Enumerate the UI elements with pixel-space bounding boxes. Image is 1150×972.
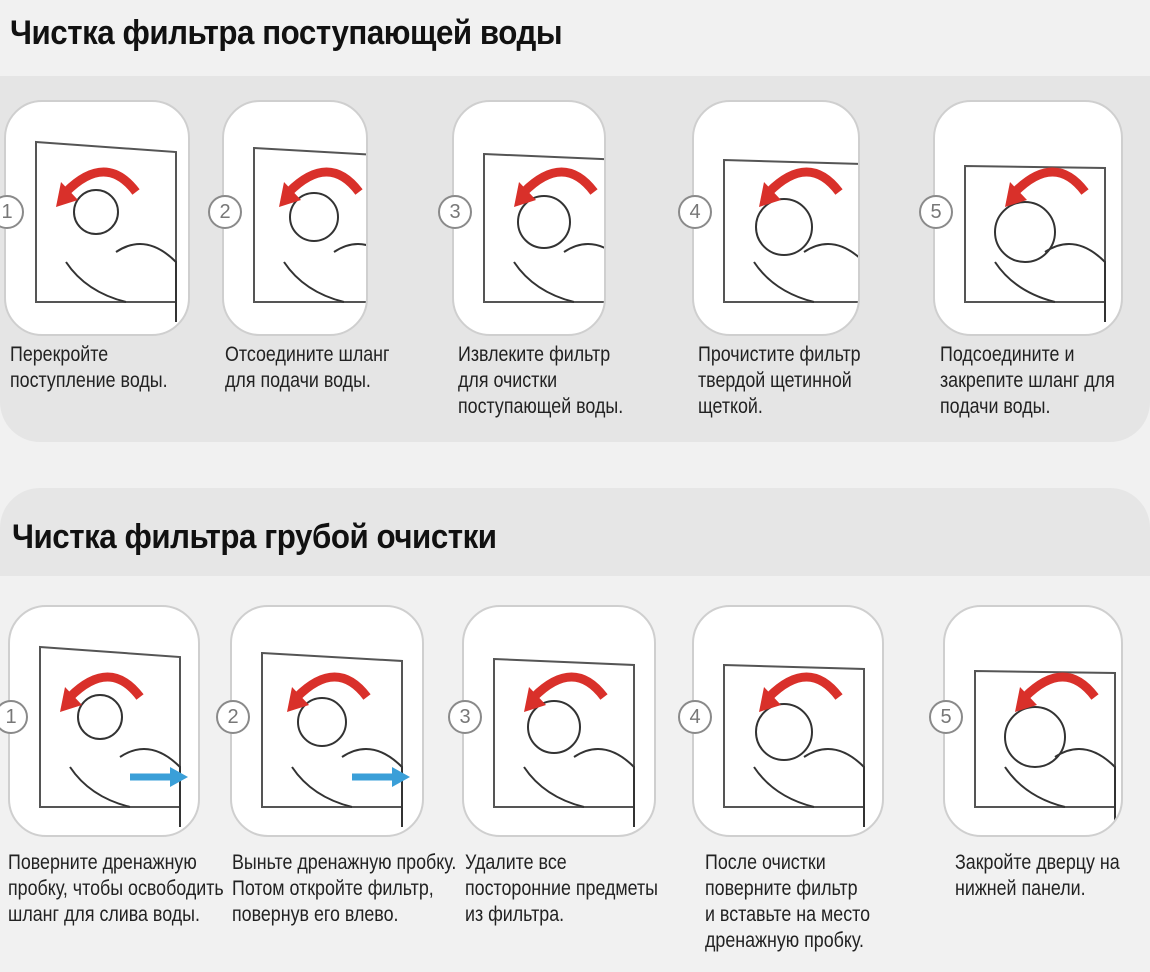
step-illustration	[483, 152, 604, 303]
step-number: 5	[929, 700, 963, 734]
step-caption: Закройте дверцу на нижней панели.	[955, 851, 1120, 900]
step-number: 4	[678, 700, 712, 734]
step-number: 2	[208, 195, 242, 229]
step-card	[933, 100, 1123, 336]
step-illustration	[493, 657, 635, 827]
section2-header	[0, 488, 1150, 576]
step-number: 4	[678, 195, 712, 229]
step-card	[230, 605, 424, 837]
step-card	[8, 605, 200, 837]
section1-title: Чистка фильтра поступающей воды	[10, 14, 563, 52]
step-illustration	[723, 158, 858, 303]
step-card	[692, 100, 860, 336]
step-caption: Выньте дренажную пробку. Потом откройте …	[232, 851, 457, 926]
step-number: 2	[216, 700, 250, 734]
section2-title: Чистка фильтра грубой очистки	[12, 518, 497, 556]
step-illustration	[35, 140, 177, 322]
step-caption: Подсоедините и закрепите шланг для подач…	[940, 343, 1115, 418]
step-caption: Извлеките фильтр для очистки поступающей…	[458, 343, 624, 418]
step-caption: Отсоедините шланг для подачи воды.	[225, 343, 390, 392]
step-number: 1	[0, 700, 28, 734]
step-caption: Удалите все посторонние предметы из филь…	[465, 851, 659, 926]
step-number: 5	[919, 195, 953, 229]
step-illustration	[723, 663, 865, 827]
step-illustration	[39, 645, 188, 827]
step-number: 3	[448, 700, 482, 734]
step-caption: После очистки поверните фильтр и вставьт…	[705, 851, 871, 952]
step-card	[452, 100, 606, 336]
step-card	[943, 605, 1123, 837]
step-card	[462, 605, 656, 837]
step-illustration	[974, 669, 1116, 827]
step-caption: Поверните дренажную пробку, чтобы освобо…	[8, 851, 224, 926]
step-illustration	[253, 146, 366, 303]
step-illustration	[261, 651, 410, 827]
step-number: 3	[438, 195, 472, 229]
step-caption: Прочистите фильтр твердой щетинной щетко…	[698, 343, 861, 418]
step-card	[692, 605, 884, 837]
step-caption: Перекройте поступление воды.	[10, 343, 168, 392]
step-card	[4, 100, 190, 336]
step-card	[222, 100, 368, 336]
step-illustration	[964, 164, 1106, 322]
